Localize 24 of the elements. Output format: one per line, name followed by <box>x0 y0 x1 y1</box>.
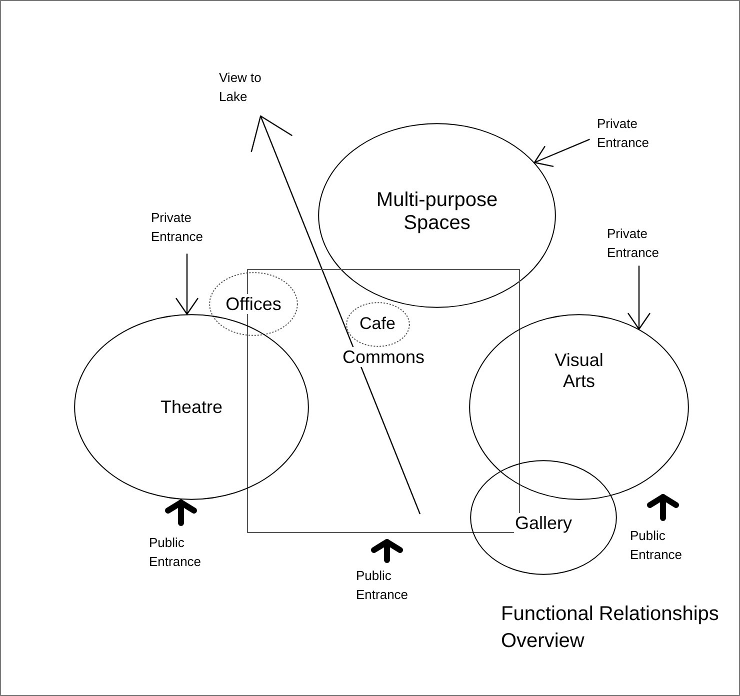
space-bubble <box>318 123 556 308</box>
diagram-title: Functional Relationships Overview <box>501 602 720 654</box>
space-label: Offices <box>224 294 282 314</box>
space-label: Gallery <box>514 513 573 534</box>
space-label: Commons <box>341 346 426 368</box>
annotation-label: Private Entrance <box>151 209 204 247</box>
arrow <box>175 254 199 315</box>
arrow <box>647 494 679 521</box>
arrow <box>627 266 651 330</box>
arrow <box>534 138 590 168</box>
annotation-label: Public Entrance <box>356 567 408 605</box>
space-bubble <box>209 272 298 336</box>
annotation-label: Private Entrance <box>597 115 650 153</box>
annotation-label: Private Entrance <box>607 225 660 263</box>
annotation-label: View to Lake <box>219 69 271 107</box>
space-bubble <box>74 314 309 500</box>
space-bubble <box>470 460 617 575</box>
arrow <box>165 500 197 526</box>
space-bubble <box>469 314 689 500</box>
annotation-label: Public Entrance <box>630 527 682 565</box>
annotation-label: Public Entrance <box>149 534 202 572</box>
space-bubble <box>346 302 410 346</box>
arrow <box>250 115 421 514</box>
arrow <box>371 539 403 563</box>
